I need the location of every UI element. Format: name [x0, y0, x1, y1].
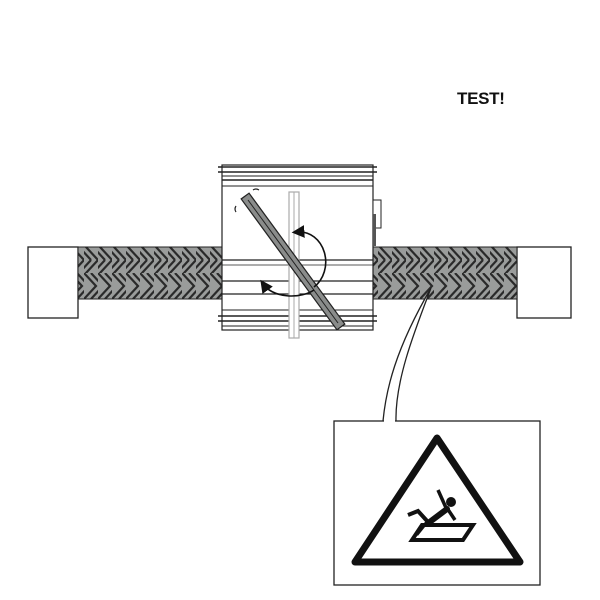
right-insulation	[372, 246, 518, 300]
damper-blade	[234, 188, 346, 331]
annotation-label: TEST!	[457, 89, 505, 108]
right-end-block	[516, 246, 572, 319]
left-end-block	[27, 246, 79, 319]
callout	[333, 287, 541, 586]
left-insulation	[77, 246, 223, 300]
rotation-arrows-icon	[260, 225, 327, 297]
fall-hazard-warning-icon	[351, 434, 524, 566]
